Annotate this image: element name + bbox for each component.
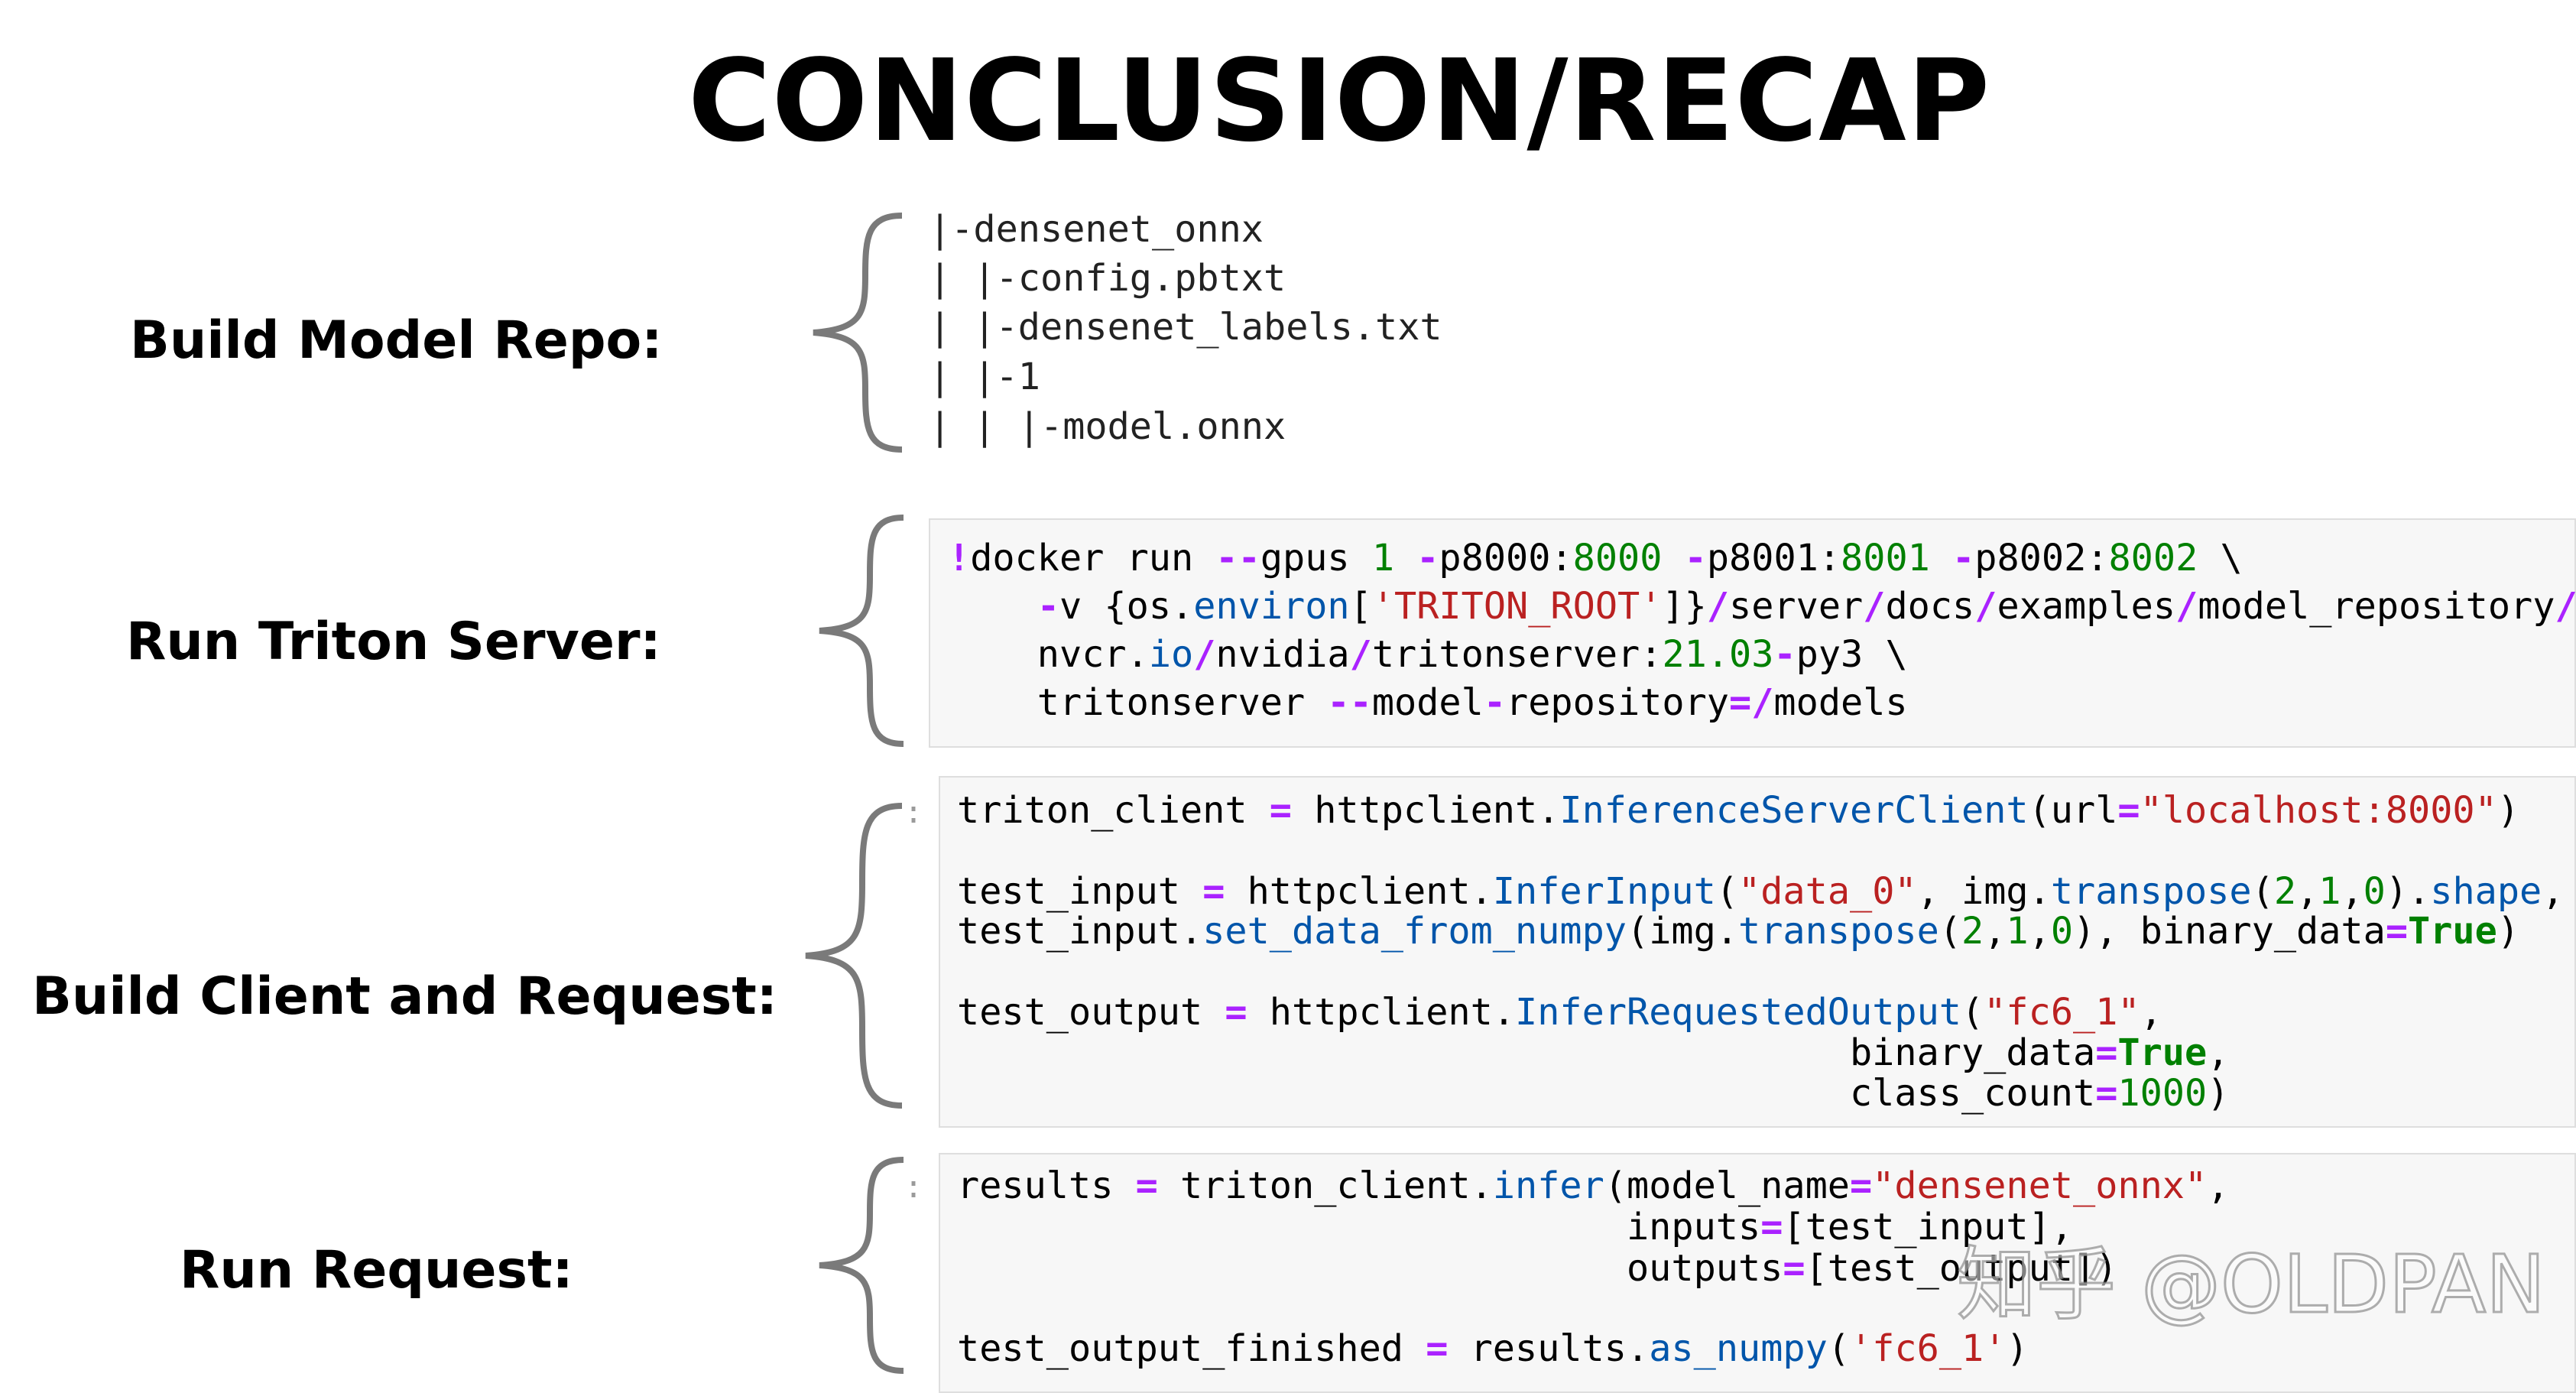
run-request-code: results = triton_client.infer(model_name… [957, 1167, 2570, 1389]
code-cell-client[interactable] [939, 776, 2576, 1128]
code-cell-docker-run[interactable] [929, 518, 2576, 748]
code-line: results = triton_client.infer(model_name… [957, 1164, 2230, 1207]
code-line: test_input = httpclient.InferInput("data… [957, 870, 2565, 913]
tree-line: | |-config.pbtxt [929, 257, 1286, 300]
curly-brace-icon [813, 213, 903, 453]
code-line: inputs=[test_input], [957, 1206, 2073, 1249]
code-line: class_count=1000) [957, 1072, 2230, 1115]
code-line: binary_data=True, [957, 1031, 2230, 1074]
model-repo-tree: |-densenet_onnx | |-config.pbtxt | |-den… [929, 211, 1540, 463]
curly-brace-icon [805, 803, 903, 1109]
client-code: triton_client = httpclient.InferenceServ… [957, 792, 2570, 1121]
tree-line: | |-1 [929, 356, 1040, 398]
section-label-build-model-repo: Build Model Repo: [130, 310, 663, 371]
code-line: test_output = httpclient.InferRequestedO… [957, 991, 2162, 1034]
section-label-run-triton-server: Run Triton Server: [126, 612, 661, 672]
code-line: tritonserver --model-repository=/models [948, 681, 1908, 724]
code-line: nvcr.io/nvidia/tritonserver:21.03-py3 \ [948, 633, 1908, 676]
tree-line: | | |-model.onnx [929, 405, 1286, 448]
watermark-text: 知乎 @OLDPAN [1956, 1238, 2547, 1331]
cell-prompt: : [904, 1170, 923, 1205]
code-line: !docker run --gpus 1 -p8000:8000 -p8001:… [948, 537, 2243, 580]
section-label-run-request: Run Request: [180, 1240, 573, 1300]
code-line: test_input.set_data_from_numpy(img.trans… [957, 910, 2520, 953]
tree-line: | |-densenet_labels.txt [929, 306, 1442, 349]
curly-brace-icon [819, 1157, 904, 1374]
docker-run-code: !docker run --gpus 1 -p8000:8000 -p8001:… [948, 540, 2576, 739]
code-line: triton_client = httpclient.InferenceServ… [957, 789, 2520, 832]
code-line: outputs=[test_output]) [957, 1247, 2118, 1290]
curly-brace-icon [819, 515, 904, 747]
code-cell-run-request[interactable] [939, 1153, 2576, 1393]
code-line: -v {os.environ['TRITON_ROOT']}/server/do… [1037, 585, 2576, 628]
code-line: test_output_finished = results.as_numpy(… [957, 1327, 2029, 1370]
tree-line: |-densenet_onnx [929, 208, 1264, 251]
cell-prompt: : [904, 795, 923, 830]
page-title: CONCLUSION/RECAP [688, 35, 1991, 167]
section-label-build-client-request: Build Client and Request: [32, 966, 777, 1027]
